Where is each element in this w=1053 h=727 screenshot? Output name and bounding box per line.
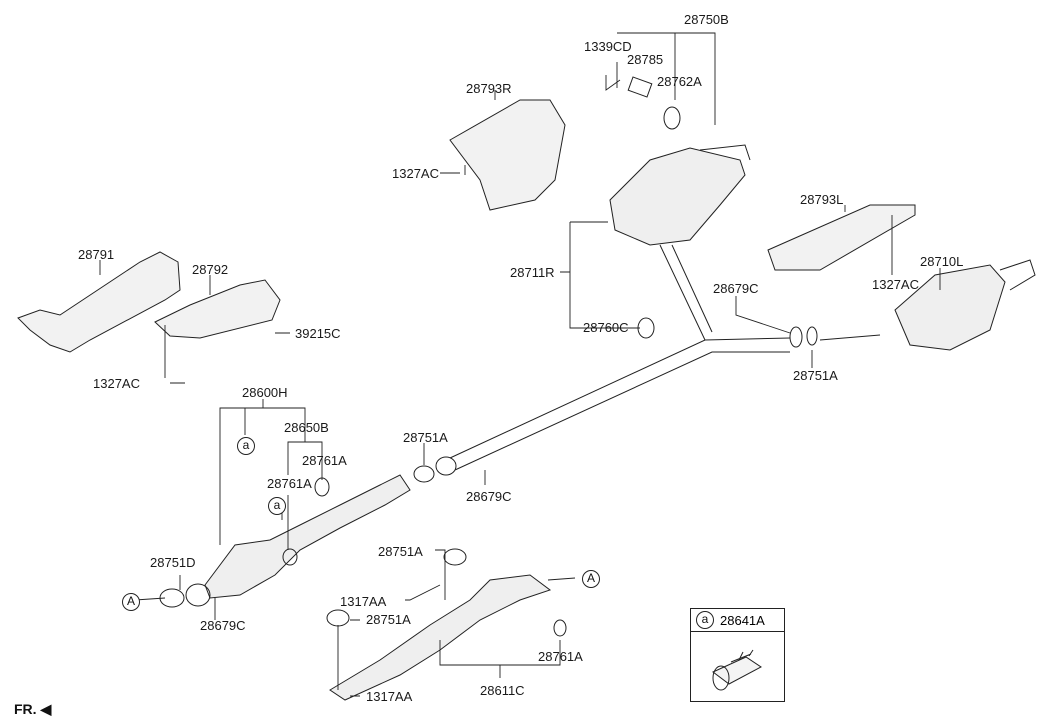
heat-shield-28792 (154, 279, 281, 339)
callout-label: 28679C (200, 618, 246, 633)
callout-label: 1327AC (872, 277, 919, 292)
tailpipe (999, 259, 1036, 291)
muffler-outlet-pipe (699, 144, 751, 161)
gasket-28751a-rear (806, 326, 818, 346)
callout-label: 28751A (366, 612, 411, 627)
callout-label: 1339CD (584, 39, 632, 54)
heat-shield-28793l (767, 204, 916, 271)
callout-label: 39215C (295, 326, 341, 341)
callout-label: 28793L (800, 192, 844, 207)
callout-label: 1327AC (93, 376, 140, 391)
legend-marker-a: a (696, 611, 714, 629)
callout-label: 28785 (627, 52, 664, 67)
flange-center-pipe (435, 456, 457, 476)
hanger-28761a-lower (282, 548, 298, 566)
hanger-28762a (663, 106, 681, 130)
callout-label: 28751A (403, 430, 448, 445)
heat-shield-28793r (449, 99, 566, 211)
front-pipe-28611c (329, 574, 552, 701)
callout-label: 28751A (378, 544, 423, 559)
y-pipe (659, 244, 713, 341)
heat-shield-28791 (17, 251, 181, 353)
callout-label: 1317AA (340, 594, 387, 609)
marker-a: a (237, 437, 255, 455)
callout-label: 28750B (684, 12, 729, 27)
front-indicator-text: FR. (14, 701, 37, 717)
gasket-28751a-lower (326, 609, 350, 627)
legend-box: a 28641A (690, 608, 785, 702)
marker-a: a (268, 497, 286, 515)
muffler-28711r (609, 147, 746, 246)
callout-label: 1317AA (366, 689, 413, 704)
callout-label: 28761A (267, 476, 312, 491)
callout-label: 28710L (920, 254, 964, 269)
callout-label: 28711R (510, 265, 555, 280)
hanger-28761a-right (553, 619, 567, 637)
callout-label: 28751A (793, 368, 838, 383)
legend-header: a 28641A (691, 609, 784, 632)
callout-label: 28760C (583, 320, 629, 335)
muffler-28710l (894, 264, 1006, 351)
legend-part-number: 28641A (720, 612, 765, 628)
callout-label: 28761A (302, 453, 347, 468)
callout-label: 28791 (78, 247, 115, 262)
center-pipe (449, 337, 791, 471)
hanger-28760c (637, 317, 655, 339)
callout-label: 28611C (480, 683, 525, 698)
callout-label: 28679C (713, 281, 759, 296)
callout-label: 28751D (150, 555, 196, 570)
flange-front (185, 583, 211, 607)
bracket-28785 (627, 76, 653, 98)
leader-lines (99, 32, 941, 697)
hanger-28761a-upper (314, 477, 330, 497)
callout-label: 28600H (242, 385, 288, 400)
callout-label: 28679C (466, 489, 512, 504)
gasket-28751a-mid (413, 465, 435, 483)
callout-label: 28762A (657, 74, 702, 89)
callout-label: 1327AC (392, 166, 439, 181)
flange-rear (789, 326, 803, 348)
front-arrow-icon: ◀ (36, 701, 52, 717)
callout-label: 28650B (284, 420, 329, 435)
front-indicator: FR. ◀ (14, 701, 51, 718)
rear-pipe (819, 334, 881, 341)
clamp-icon (712, 649, 762, 691)
gasket-28751a-upper (443, 548, 467, 566)
marker-A: A (122, 593, 140, 611)
catalytic-converter (204, 474, 411, 599)
callout-label: 28761A (538, 649, 583, 664)
marker-A: A (582, 570, 600, 588)
callout-label: 28793R (466, 81, 512, 96)
callout-label: 28792 (192, 262, 229, 277)
